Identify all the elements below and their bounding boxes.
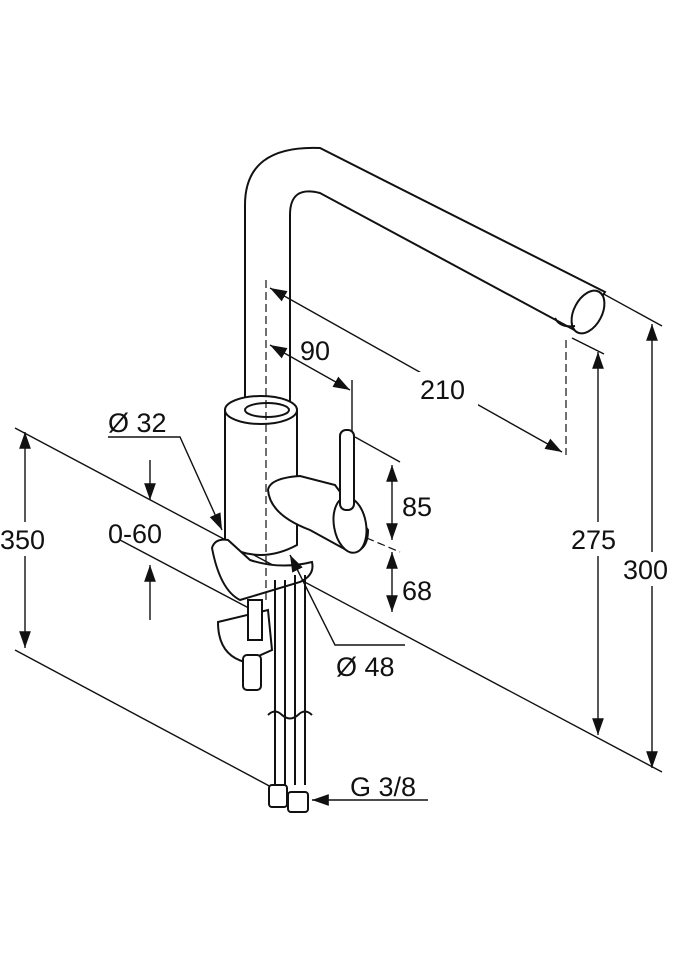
spout [244, 146, 607, 412]
dim-210: 210 [420, 375, 465, 405]
dimension-lines [19, 287, 658, 806]
dim-350: 350 [0, 525, 45, 555]
supply-hoses [267, 575, 313, 813]
mounting-base [210, 538, 314, 691]
dim-90: 90 [300, 336, 330, 366]
dim-diameter-32: Ø 32 [108, 408, 167, 438]
faucet-body [224, 395, 298, 556]
dim-300: 300 [623, 555, 668, 585]
dim-g-3-8: G 3/8 [350, 772, 416, 802]
dim-275: 275 [571, 525, 616, 555]
dim-0-60: 0-60 [108, 519, 162, 549]
dim-diameter-48: Ø 48 [336, 652, 395, 682]
dim-85: 85 [402, 492, 432, 522]
dim-68: 68 [402, 576, 432, 606]
